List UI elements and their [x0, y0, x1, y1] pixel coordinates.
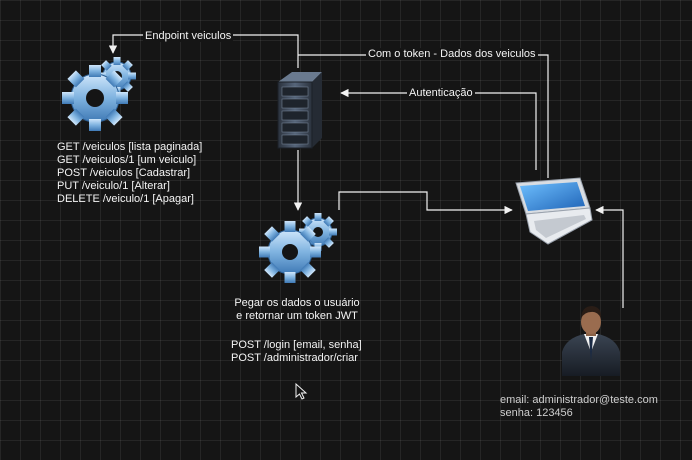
login-description: Pegar os dados o usuário e retornar um t…: [222, 297, 372, 323]
endpoint-veiculos-label: Endpoint veiculos: [143, 30, 234, 43]
person-icon: [562, 306, 620, 376]
vehicles-routes: GET /veiculos [lista paginada] GET /veic…: [57, 141, 202, 206]
user-credentials: email: administrador@teste.com senha: 12…: [500, 394, 658, 420]
auth-label: Autenticação: [407, 87, 475, 100]
route-line: POST /veiculos [Cadastrar]: [57, 167, 191, 179]
login-to-laptop-arrow: [338, 191, 513, 215]
login-gear-icon: [259, 213, 337, 283]
password-line: senha: 123456: [500, 407, 573, 419]
description-line: Pegar os dados o usuário: [234, 297, 360, 309]
route-line: POST /login [email, senha]: [231, 339, 362, 351]
auth-text: Autenticação: [407, 87, 475, 99]
vehicles-gear-icon: [62, 57, 136, 131]
route-line: POST /administrador/criar: [231, 352, 358, 364]
route-line: GET /veiculos/1 [um veiculo]: [57, 154, 197, 166]
user-to-laptop-arrow: [595, 205, 624, 308]
route-line: DELETE /veiculo/1 [Apagar]: [57, 193, 194, 205]
authentication-arrow: [340, 88, 537, 170]
login-routes: POST /login [email, senha] POST /adminis…: [231, 339, 362, 365]
email-line: email: administrador@teste.com: [500, 394, 658, 406]
description-line: e retornar um token JWT: [236, 310, 358, 322]
route-line: PUT /veiculo/1 [Alterar]: [57, 180, 170, 192]
token-vehicles-data-line: [298, 54, 549, 178]
server-icon: [277, 72, 322, 149]
route-line: GET /veiculos [lista paginada]: [57, 141, 203, 153]
mouse-cursor-icon: [295, 382, 308, 400]
token-text: Com o token - Dados dos veiculos: [366, 48, 538, 60]
endpoint-veiculos-text: Endpoint veiculos: [143, 30, 234, 42]
laptop-icon: [515, 177, 593, 245]
token-label: Com o token - Dados dos veiculos: [366, 48, 538, 61]
